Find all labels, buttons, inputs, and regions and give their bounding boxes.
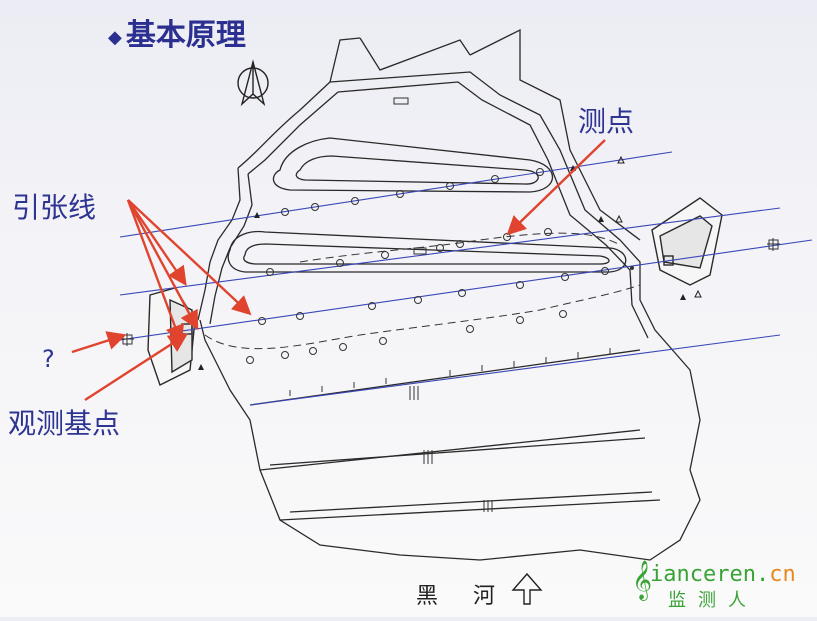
bullet-icon: ◆ xyxy=(108,26,122,48)
logo-chinese: 监测人 xyxy=(668,590,758,611)
watermark-logo: 𝄞 ianceren.cn 监测人 xyxy=(632,560,812,612)
label-tension-wire: 引张线 xyxy=(12,191,97,224)
river-label: 黑 河 xyxy=(416,584,509,609)
tension-wire-4 xyxy=(249,334,781,406)
dashed-contour-upper xyxy=(299,232,621,263)
measure-point xyxy=(456,240,464,248)
measure-point xyxy=(381,251,389,259)
annotation-arrows xyxy=(71,139,606,402)
measure-point xyxy=(458,289,466,297)
measure-point xyxy=(446,182,454,190)
measure-point xyxy=(414,296,422,304)
arrow-question xyxy=(71,331,127,354)
measure-point xyxy=(601,267,609,275)
dashed-contour xyxy=(204,284,641,350)
dam-outline xyxy=(197,28,701,561)
measure-point xyxy=(559,310,567,318)
measure-point xyxy=(436,244,444,252)
measure-point xyxy=(281,208,289,216)
arrow-tension-wire-c xyxy=(127,199,252,316)
measure-point xyxy=(296,312,304,320)
measure-point xyxy=(339,343,347,351)
measure-point xyxy=(544,228,552,236)
measure-point xyxy=(246,356,254,364)
measure-point xyxy=(336,259,344,267)
arrow-tension-wire-d xyxy=(126,199,199,331)
arrow-measure-point xyxy=(506,139,606,236)
logo-word: ianceren.cn xyxy=(650,562,796,587)
measure-point xyxy=(466,325,474,333)
tension-wire-2 xyxy=(119,207,781,296)
measure-point xyxy=(266,268,274,276)
measurement-points xyxy=(246,168,609,364)
logo-clef-icon: 𝄞 xyxy=(632,560,653,600)
measure-point xyxy=(281,351,289,359)
measure-point xyxy=(351,197,359,205)
arrow-tension-wire-b xyxy=(126,199,184,345)
arrow-base-point xyxy=(84,333,189,402)
measure-point xyxy=(491,175,499,183)
measure-point xyxy=(309,347,317,355)
tension-wire-1 xyxy=(119,151,673,238)
measure-point xyxy=(516,316,524,324)
arrow-tension-wire-a xyxy=(127,199,187,286)
measure-point xyxy=(561,273,569,281)
label-measure-point: 测点 xyxy=(578,105,635,138)
measure-point xyxy=(379,337,387,345)
scale-ticks xyxy=(289,348,611,512)
north-arrow-icon xyxy=(237,59,269,107)
tension-wire-3 xyxy=(119,239,813,341)
left-abutment xyxy=(147,287,196,386)
right-abutment xyxy=(651,197,723,286)
river-direction-icon xyxy=(511,572,543,605)
label-question: ? xyxy=(42,345,55,373)
label-base-point: 观测基点 xyxy=(8,407,121,440)
measure-point xyxy=(536,168,544,176)
page-title: ◆基本原理 xyxy=(108,10,246,54)
measure-point xyxy=(368,302,376,310)
measure-point xyxy=(396,190,404,198)
small-structures xyxy=(393,97,634,270)
measure-point xyxy=(516,281,524,289)
measure-point xyxy=(258,317,266,325)
title-text: 基本原理 xyxy=(125,18,246,53)
measure-point xyxy=(311,203,319,211)
tension-wires xyxy=(119,151,813,406)
